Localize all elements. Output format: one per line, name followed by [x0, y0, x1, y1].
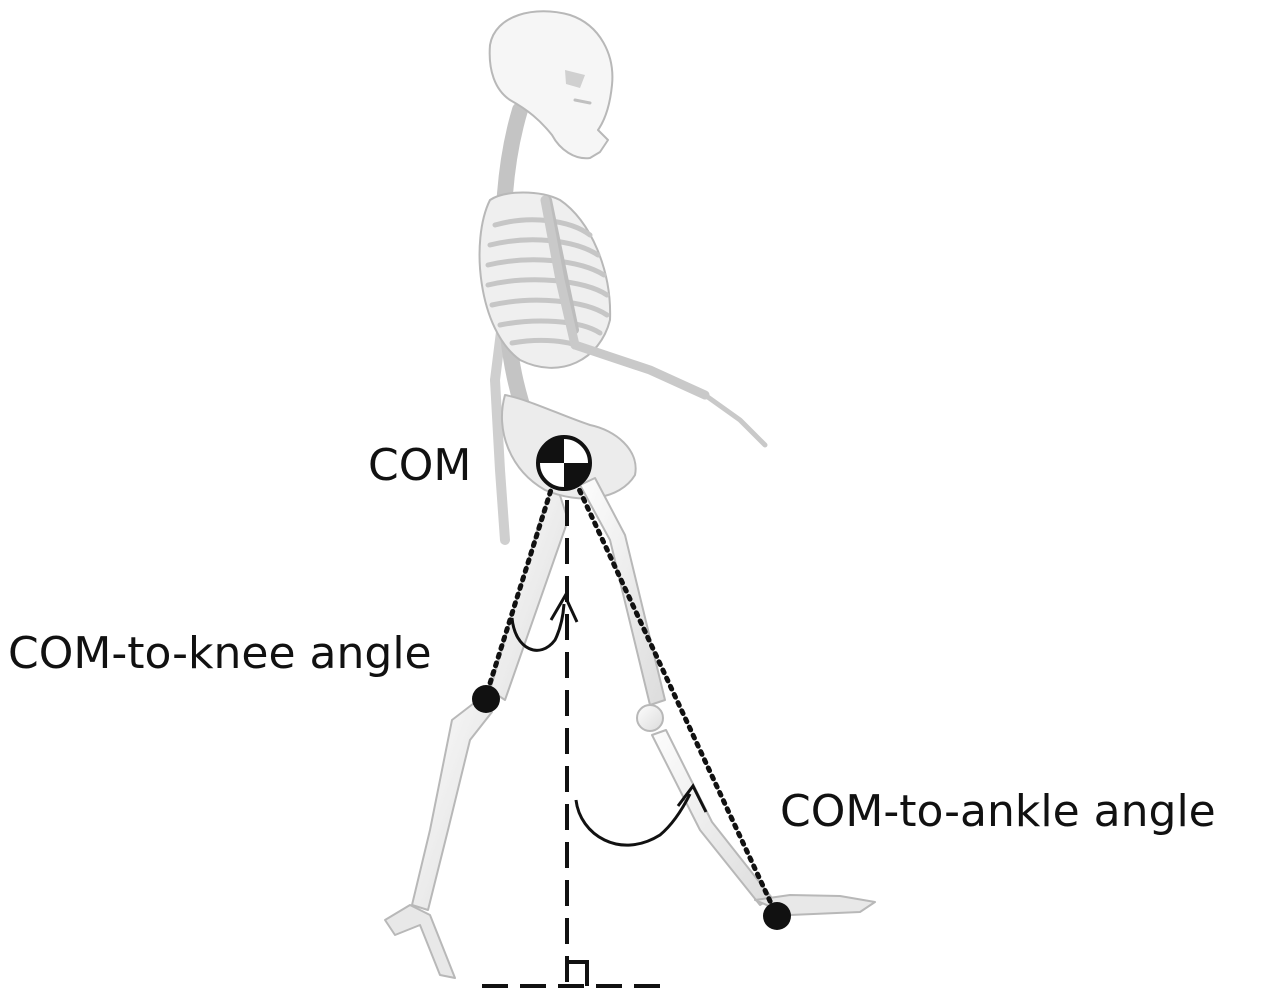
- com-to-ankle-line: [572, 474, 776, 914]
- right-angle-marker: [567, 962, 587, 986]
- com-to-ankle-angle-label: COM-to-ankle angle: [780, 790, 1216, 834]
- ankle-marker-dot: [763, 902, 791, 930]
- com-label: COM: [368, 444, 471, 488]
- com-to-knee-angle-label: COM-to-knee angle: [8, 632, 432, 676]
- com-target-icon: [538, 437, 590, 489]
- com-to-ankle-angle-arc: [576, 786, 706, 845]
- front-leg: [580, 478, 875, 915]
- back-leg: [385, 480, 568, 978]
- knee-marker-dot: [472, 685, 500, 713]
